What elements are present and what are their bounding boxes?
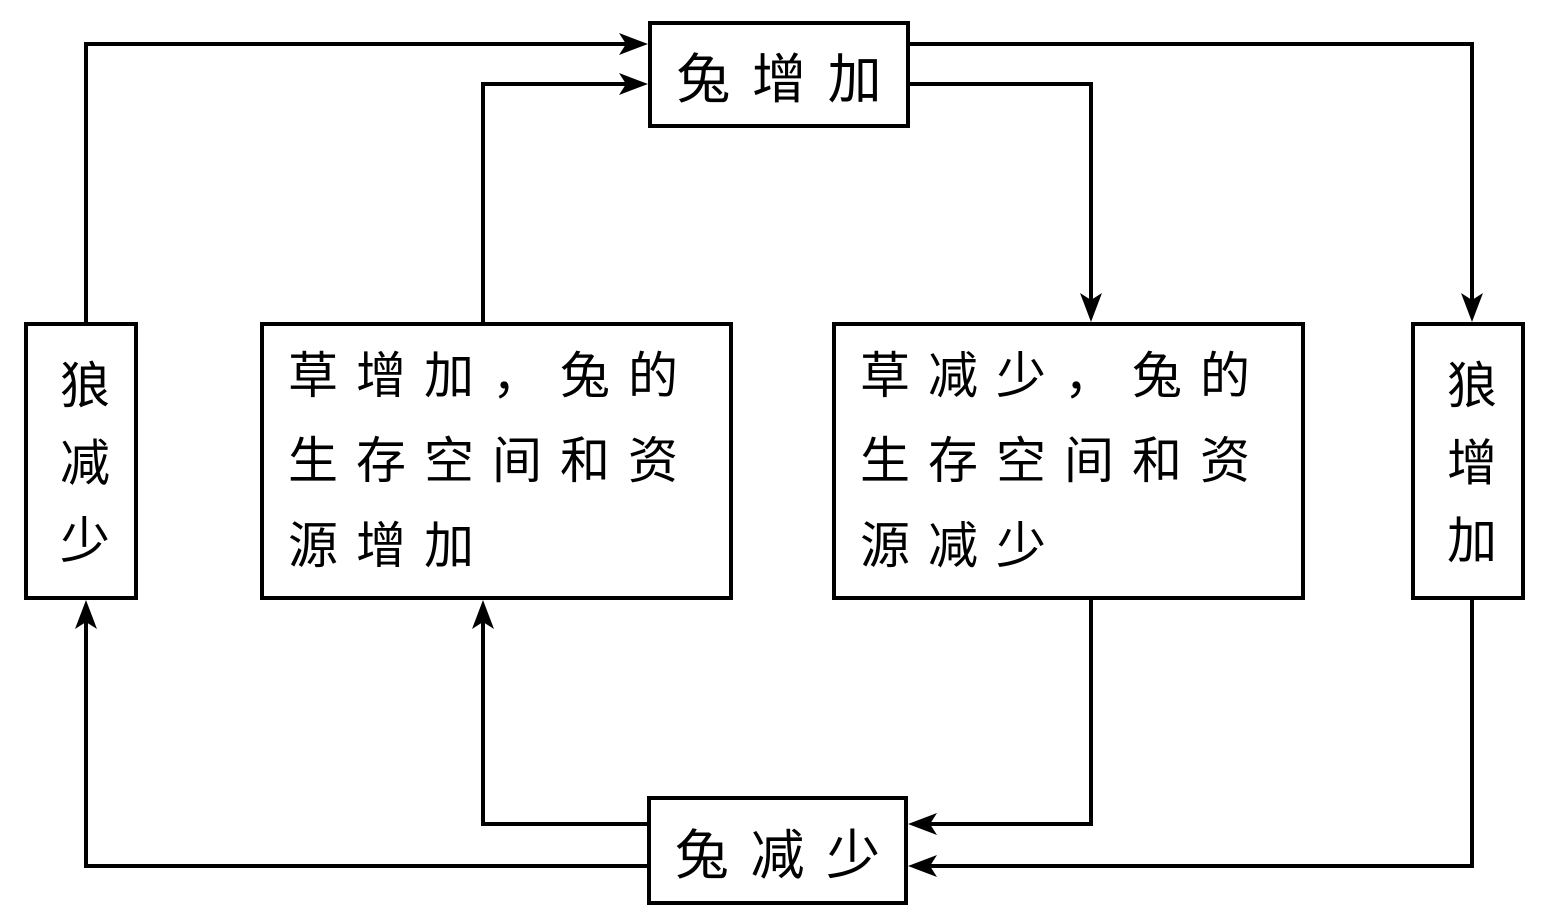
node-grass-increase-line-1: 草增加，兔的 — [288, 346, 696, 405]
edge-wolf-increase-to-rabbit-decrease — [908, 600, 1474, 877]
edge-grass-decrease-to-rabbit-decrease — [908, 600, 1093, 835]
node-grass-increase-text: 草增加，兔的 生存空间和资 源增加 — [264, 334, 729, 589]
edge-rabbit-increase-to-grass-decrease — [910, 82, 1102, 322]
node-grass-increase-line-3: 源增加 — [288, 516, 492, 575]
node-grass-decrease: 草减少，兔的 生存空间和资 源减少 — [832, 322, 1305, 600]
node-grass-decrease-text: 草减少，兔的 生存空间和资 源减少 — [836, 334, 1301, 589]
node-rabbit-decrease-label: 兔减少 — [674, 824, 902, 887]
node-grass-decrease-line-2: 生存空间和资 — [860, 431, 1268, 490]
node-wolf-decrease-label: 狼减少 — [52, 358, 110, 592]
node-rabbit-increase-label: 兔增加 — [676, 48, 904, 111]
edge-grass-increase-to-rabbit-increase — [481, 73, 648, 322]
node-grass-increase: 草增加，兔的 生存空间和资 源增加 — [260, 322, 733, 600]
edge-rabbit-decrease-to-grass-increase — [472, 600, 647, 826]
node-rabbit-increase: 兔增加 — [648, 21, 910, 128]
node-grass-increase-line-2: 生存空间和资 — [288, 431, 696, 490]
edge-rabbit-decrease-to-wolf-decrease — [75, 600, 647, 868]
edge-wolf-decrease-to-rabbit-increase — [84, 33, 648, 322]
node-grass-decrease-line-1: 草减少，兔的 — [860, 346, 1268, 405]
node-grass-decrease-line-3: 源减少 — [860, 516, 1064, 575]
edge-rabbit-increase-to-wolf-increase — [910, 42, 1483, 322]
node-rabbit-decrease: 兔减少 — [647, 796, 908, 905]
node-wolf-decrease: 狼减少 — [24, 322, 138, 600]
node-wolf-increase: 狼增加 — [1411, 322, 1525, 600]
node-wolf-increase-label: 狼增加 — [1439, 358, 1497, 592]
